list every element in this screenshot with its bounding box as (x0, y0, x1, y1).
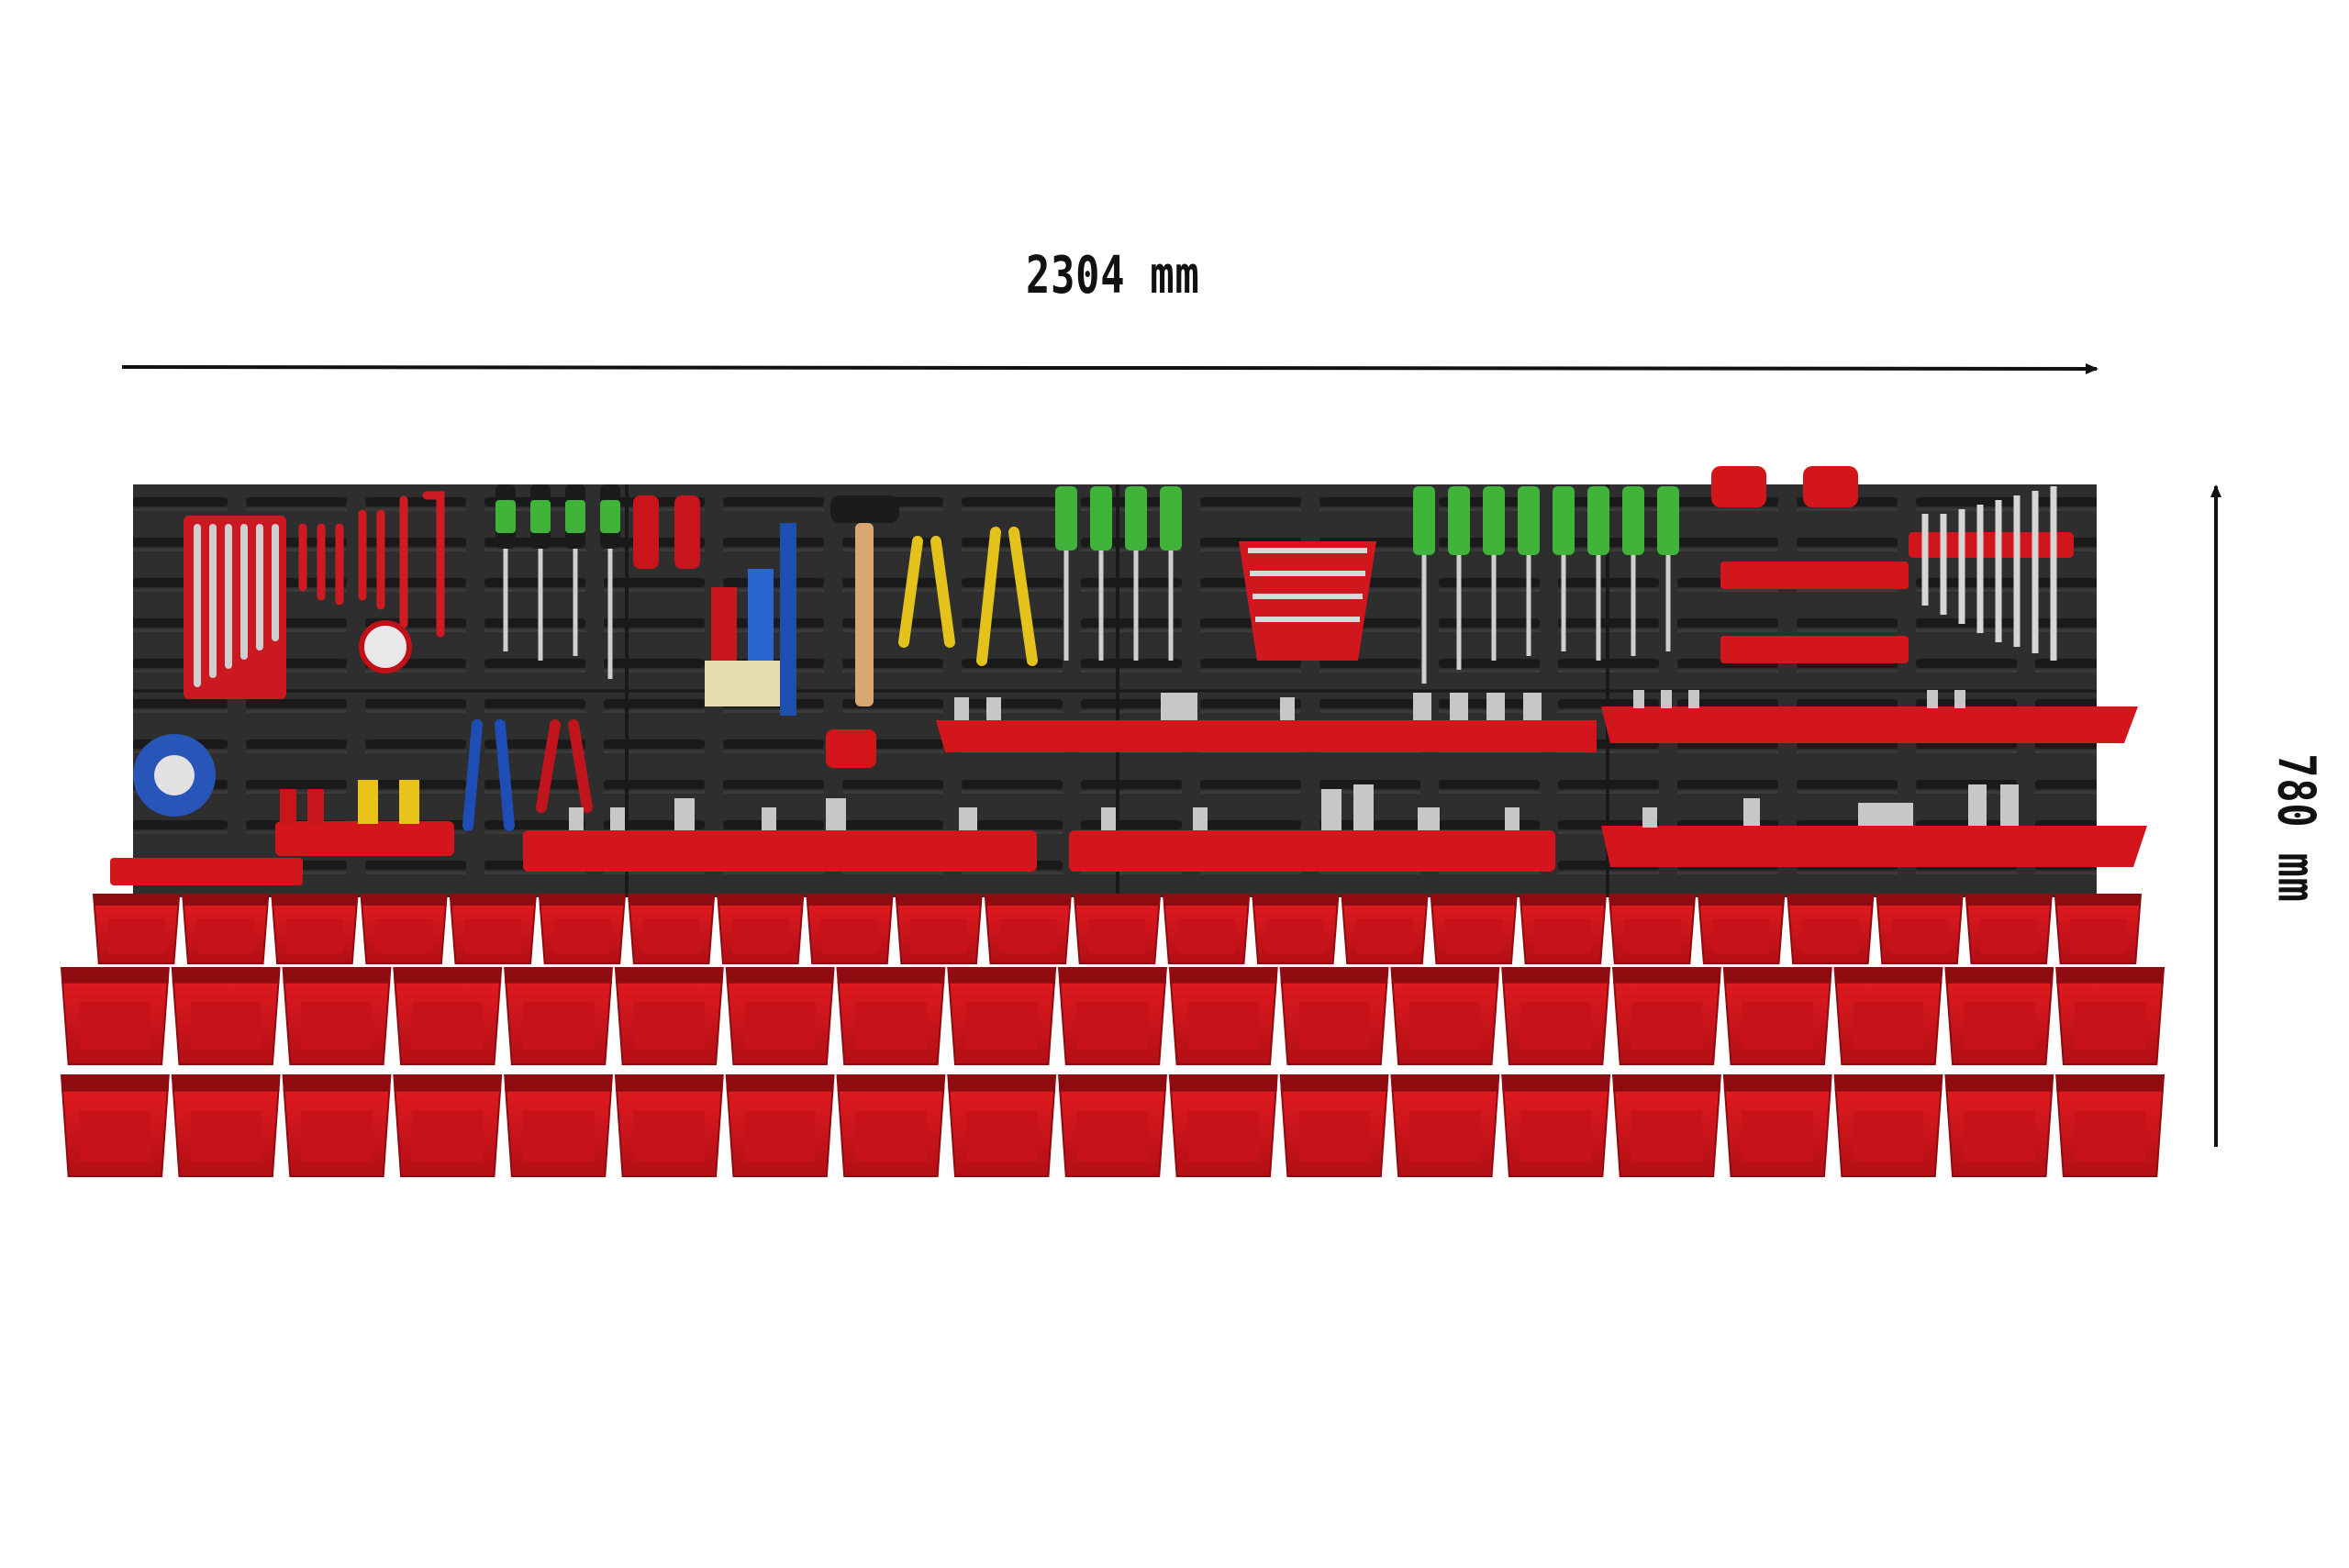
bit-shelf (1720, 636, 1909, 663)
storage-bin (1168, 1074, 1278, 1177)
storage-bin (282, 967, 392, 1065)
storage-bin (1279, 1074, 1389, 1177)
storage-bin (1722, 1074, 1832, 1177)
storage-bin (806, 894, 894, 964)
tape-measure-icon (1711, 466, 1766, 507)
bit-shelf (1720, 562, 1909, 589)
pliers-icon (536, 719, 593, 813)
storage-bin (1058, 967, 1167, 1065)
storage-bin (1722, 967, 1832, 1065)
storage-bin (984, 894, 1072, 964)
storage-bin (449, 894, 537, 964)
storage-bin (1501, 1074, 1611, 1177)
storage-bin (1965, 894, 2053, 964)
paint-brush-icon (705, 569, 780, 706)
storage-bin (360, 894, 448, 964)
storage-bin (171, 1074, 281, 1177)
tool-holders (110, 466, 2147, 885)
storage-bin (947, 967, 1057, 1065)
storage-bin (1341, 894, 1429, 964)
storage-bin (182, 894, 270, 964)
width-arrow (121, 362, 2099, 374)
storage-bin (60, 967, 170, 1065)
storage-bin (538, 894, 627, 964)
storage-bin (1501, 967, 1611, 1065)
hex-key-set-icon (298, 491, 445, 638)
tape-measure-icon (826, 729, 876, 768)
storage-bin (282, 1074, 392, 1177)
storage-bin (1279, 967, 1389, 1065)
clamp-icon (633, 495, 700, 569)
wrench-rack-icon (1239, 541, 1376, 661)
storage-bin (1787, 894, 1875, 964)
wrench-set-icon (1909, 486, 2074, 661)
storage-bin (504, 967, 614, 1065)
storage-bin (1944, 967, 2054, 1065)
storage-bin (1390, 967, 1500, 1065)
storage-bin (271, 894, 359, 964)
storage-bin (895, 894, 983, 964)
storage-bin (947, 1074, 1057, 1177)
storage-bin (1519, 894, 1608, 964)
storage-bin (1833, 967, 1943, 1065)
storage-bins (60, 894, 2165, 1177)
socket-shelf (936, 693, 1597, 752)
level-icon (780, 523, 796, 716)
screwdriver-set-icon (1055, 486, 1182, 661)
storage-bin (2055, 1074, 2165, 1177)
storage-bin (393, 1074, 503, 1177)
storage-bin (836, 967, 946, 1065)
screwdriver-set-icon (495, 484, 620, 679)
storage-bin (60, 1074, 170, 1177)
screwdriver-set-icon (1413, 486, 1679, 684)
storage-bin (717, 894, 805, 964)
storage-bin (1611, 1074, 1721, 1177)
storage-bin (171, 967, 281, 1065)
hammer-icon (830, 495, 899, 706)
storage-bin (1252, 894, 1340, 964)
storage-bin (393, 967, 503, 1065)
pliers-icon (898, 527, 1038, 666)
storage-bin (1611, 967, 1721, 1065)
storage-bin (1073, 894, 1162, 964)
storage-bin (1833, 1074, 1943, 1177)
height-dimension-label: 780 mm (2266, 753, 2326, 903)
tape-roll-icon (359, 620, 412, 673)
storage-bin (627, 894, 716, 964)
storage-bin (1058, 1074, 1167, 1177)
socket-shelf (1069, 784, 1555, 872)
wrench-set-icon (184, 516, 286, 699)
storage-bin (614, 967, 724, 1065)
storage-bin (2055, 967, 2165, 1065)
storage-bin (1698, 894, 1786, 964)
bit-shelf (110, 858, 303, 885)
storage-bin (1876, 894, 1964, 964)
storage-bin (1430, 894, 1518, 964)
storage-bin (1944, 1074, 2054, 1177)
storage-bin (1163, 894, 1251, 964)
screwdriver-holder-icon (275, 780, 454, 856)
storage-bin (725, 1074, 835, 1177)
storage-bin (504, 1074, 614, 1177)
storage-bin (1390, 1074, 1500, 1177)
storage-bin (614, 1074, 724, 1177)
storage-bin (1608, 894, 1697, 964)
width-dimension-label: 2304 mm (1026, 246, 1200, 306)
socket-shelf (1601, 690, 2138, 743)
storage-bin (836, 1074, 946, 1177)
socket-shelf (1601, 784, 2147, 867)
storage-bin (725, 967, 835, 1065)
socket-shelf (523, 798, 1037, 872)
storage-bin (1168, 967, 1278, 1065)
storage-bin (2054, 894, 2143, 964)
pliers-icon (462, 719, 515, 831)
storage-bin (92, 894, 181, 964)
tape-measure-icon (1803, 466, 1858, 507)
